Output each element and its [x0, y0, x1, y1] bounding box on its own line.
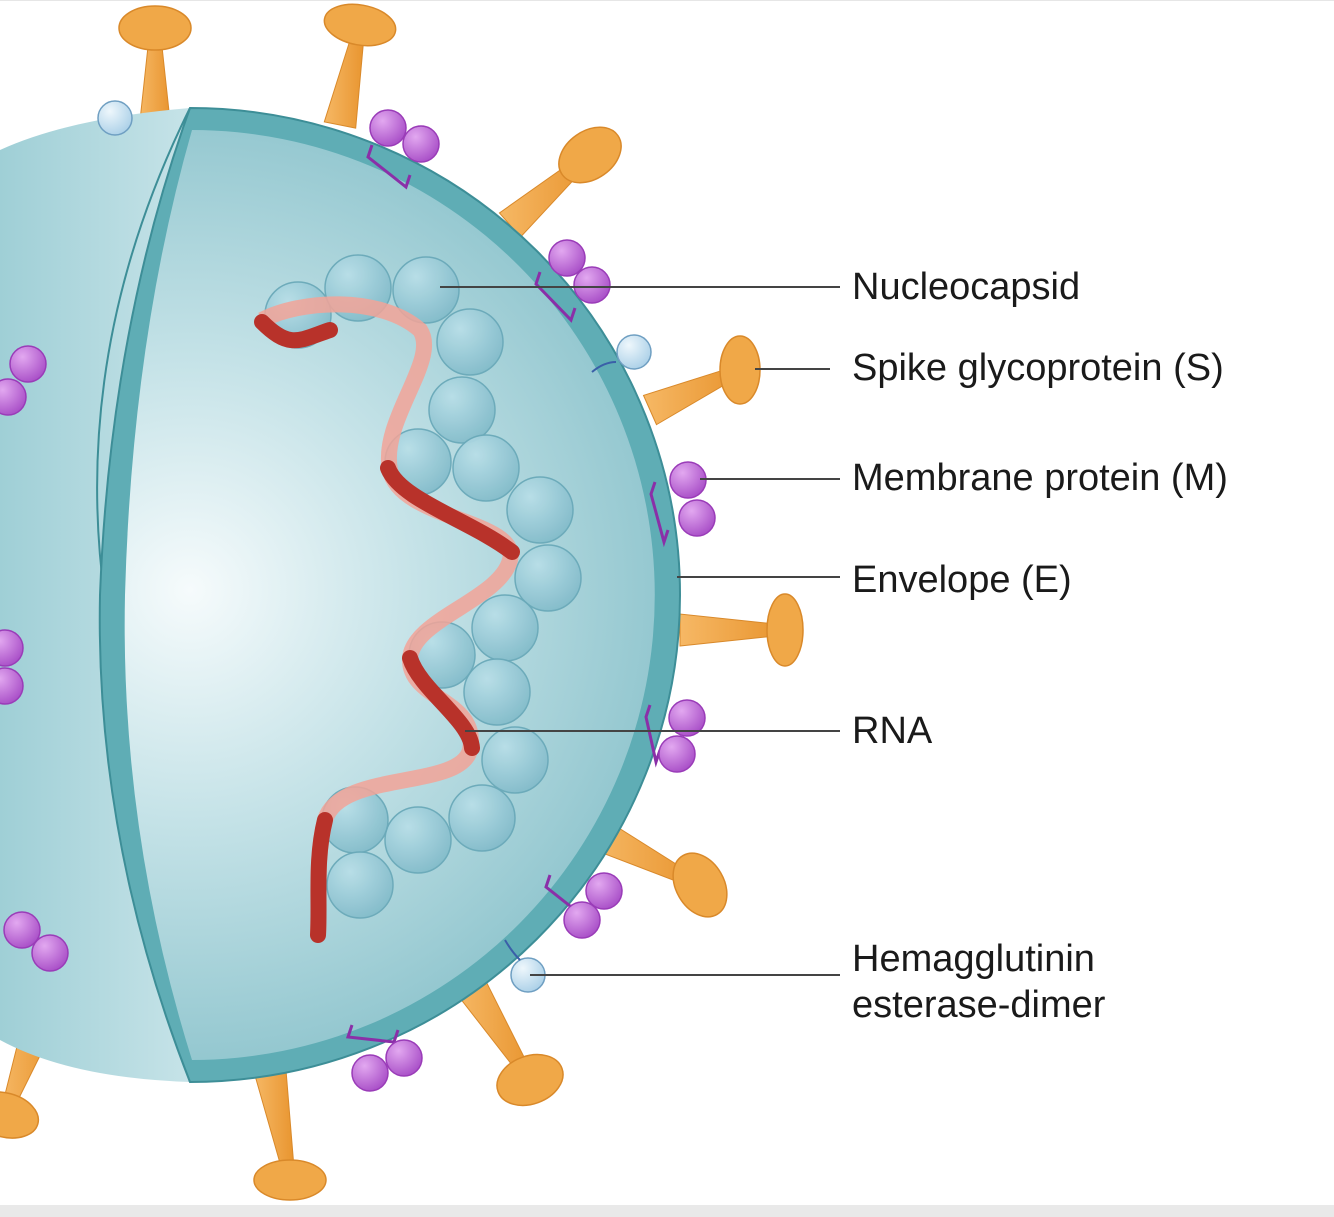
- spike-head: [0, 1091, 40, 1139]
- hemagglutinin-esterase: [97, 100, 652, 993]
- spike-glycoproteins: [0, 3, 804, 1201]
- top-border: [0, 0, 1334, 1]
- nucleocapsid-bead: [471, 594, 539, 662]
- label-spike-glycoprotein: Spike glycoprotein (S): [852, 347, 1224, 389]
- membrane-bracket: [345, 1024, 400, 1044]
- membrane-bracket: [534, 271, 577, 323]
- nucleocapsid-bead: [514, 544, 582, 612]
- membrane-protein-sphere: [563, 901, 601, 939]
- nucleocapsid-bead: [384, 806, 452, 874]
- nucleocapsid-bead: [392, 256, 460, 324]
- membrane-protein-sphere: [9, 345, 47, 383]
- spike-head: [719, 335, 761, 405]
- nucleocapsid-bead: [326, 851, 394, 919]
- spike-head: [496, 1053, 564, 1107]
- membrane-protein-sphere: [31, 934, 69, 972]
- nucleocapsid-bead: [452, 434, 520, 502]
- label-membrane-protein: Membrane protein (M): [852, 457, 1228, 499]
- spike-head: [672, 852, 728, 918]
- hemagglutinin-sphere: [97, 100, 133, 136]
- membrane-protein-sphere: [402, 125, 440, 163]
- nucleocapsid-beads: [264, 254, 582, 919]
- rna-ribbon: [254, 296, 520, 943]
- membrane-protein-sphere: [573, 266, 611, 304]
- membrane-bracket: [644, 704, 662, 768]
- membrane-protein-sphere: [0, 667, 24, 705]
- label-rna: RNA: [852, 710, 933, 752]
- membrane-protein-sphere: [678, 499, 716, 537]
- hemagglutinin-sphere: [616, 334, 652, 370]
- membrane-protein-sphere: [385, 1039, 423, 1077]
- label-he-line1: Hemagglutinin: [852, 938, 1095, 980]
- label-hemagglutinin-esterase: Hemagglutinin esterase-dimer: [852, 936, 1105, 1028]
- membrane-bracket: [649, 481, 670, 548]
- membrane-protein-sphere: [548, 239, 586, 277]
- spike-head: [323, 3, 397, 47]
- spike-head: [253, 1159, 327, 1201]
- hemagglutinin-link: [591, 361, 617, 373]
- membrane-protein-sphere: [585, 872, 623, 910]
- membrane-protein-sphere: [0, 629, 24, 667]
- label-envelope: Envelope (E): [852, 559, 1072, 601]
- nucleocapsid-bead: [463, 658, 531, 726]
- membrane-protein-sphere: [369, 109, 407, 147]
- nucleocapsid-bead: [436, 308, 504, 376]
- nucleocapsid-bead: [448, 784, 516, 852]
- label-he-line2: esterase-dimer: [852, 984, 1106, 1026]
- nucleocapsid-bead: [481, 726, 549, 794]
- membrane-protein-sphere: [3, 911, 41, 949]
- nucleocapsid-bead: [428, 376, 496, 444]
- label-nucleocapsid: Nucleocapsid: [852, 266, 1081, 308]
- spike-head: [118, 5, 192, 51]
- hemagglutinin-link: [504, 939, 521, 961]
- bottom-bar: [0, 1205, 1334, 1217]
- membrane-protein-sphere: [351, 1054, 389, 1092]
- leader-lines: [440, 286, 840, 976]
- membrane-protein-sphere: [0, 378, 27, 416]
- spike-head: [558, 126, 622, 184]
- membrane-bracket: [366, 144, 412, 190]
- spike-head: [766, 593, 804, 667]
- membrane-protein-sphere: [668, 699, 706, 737]
- nucleocapsid-bead: [506, 476, 574, 544]
- membrane-proteins: [0, 109, 716, 1092]
- membrane-protein-sphere: [658, 735, 696, 773]
- envelope-inner: [98, 106, 681, 1084]
